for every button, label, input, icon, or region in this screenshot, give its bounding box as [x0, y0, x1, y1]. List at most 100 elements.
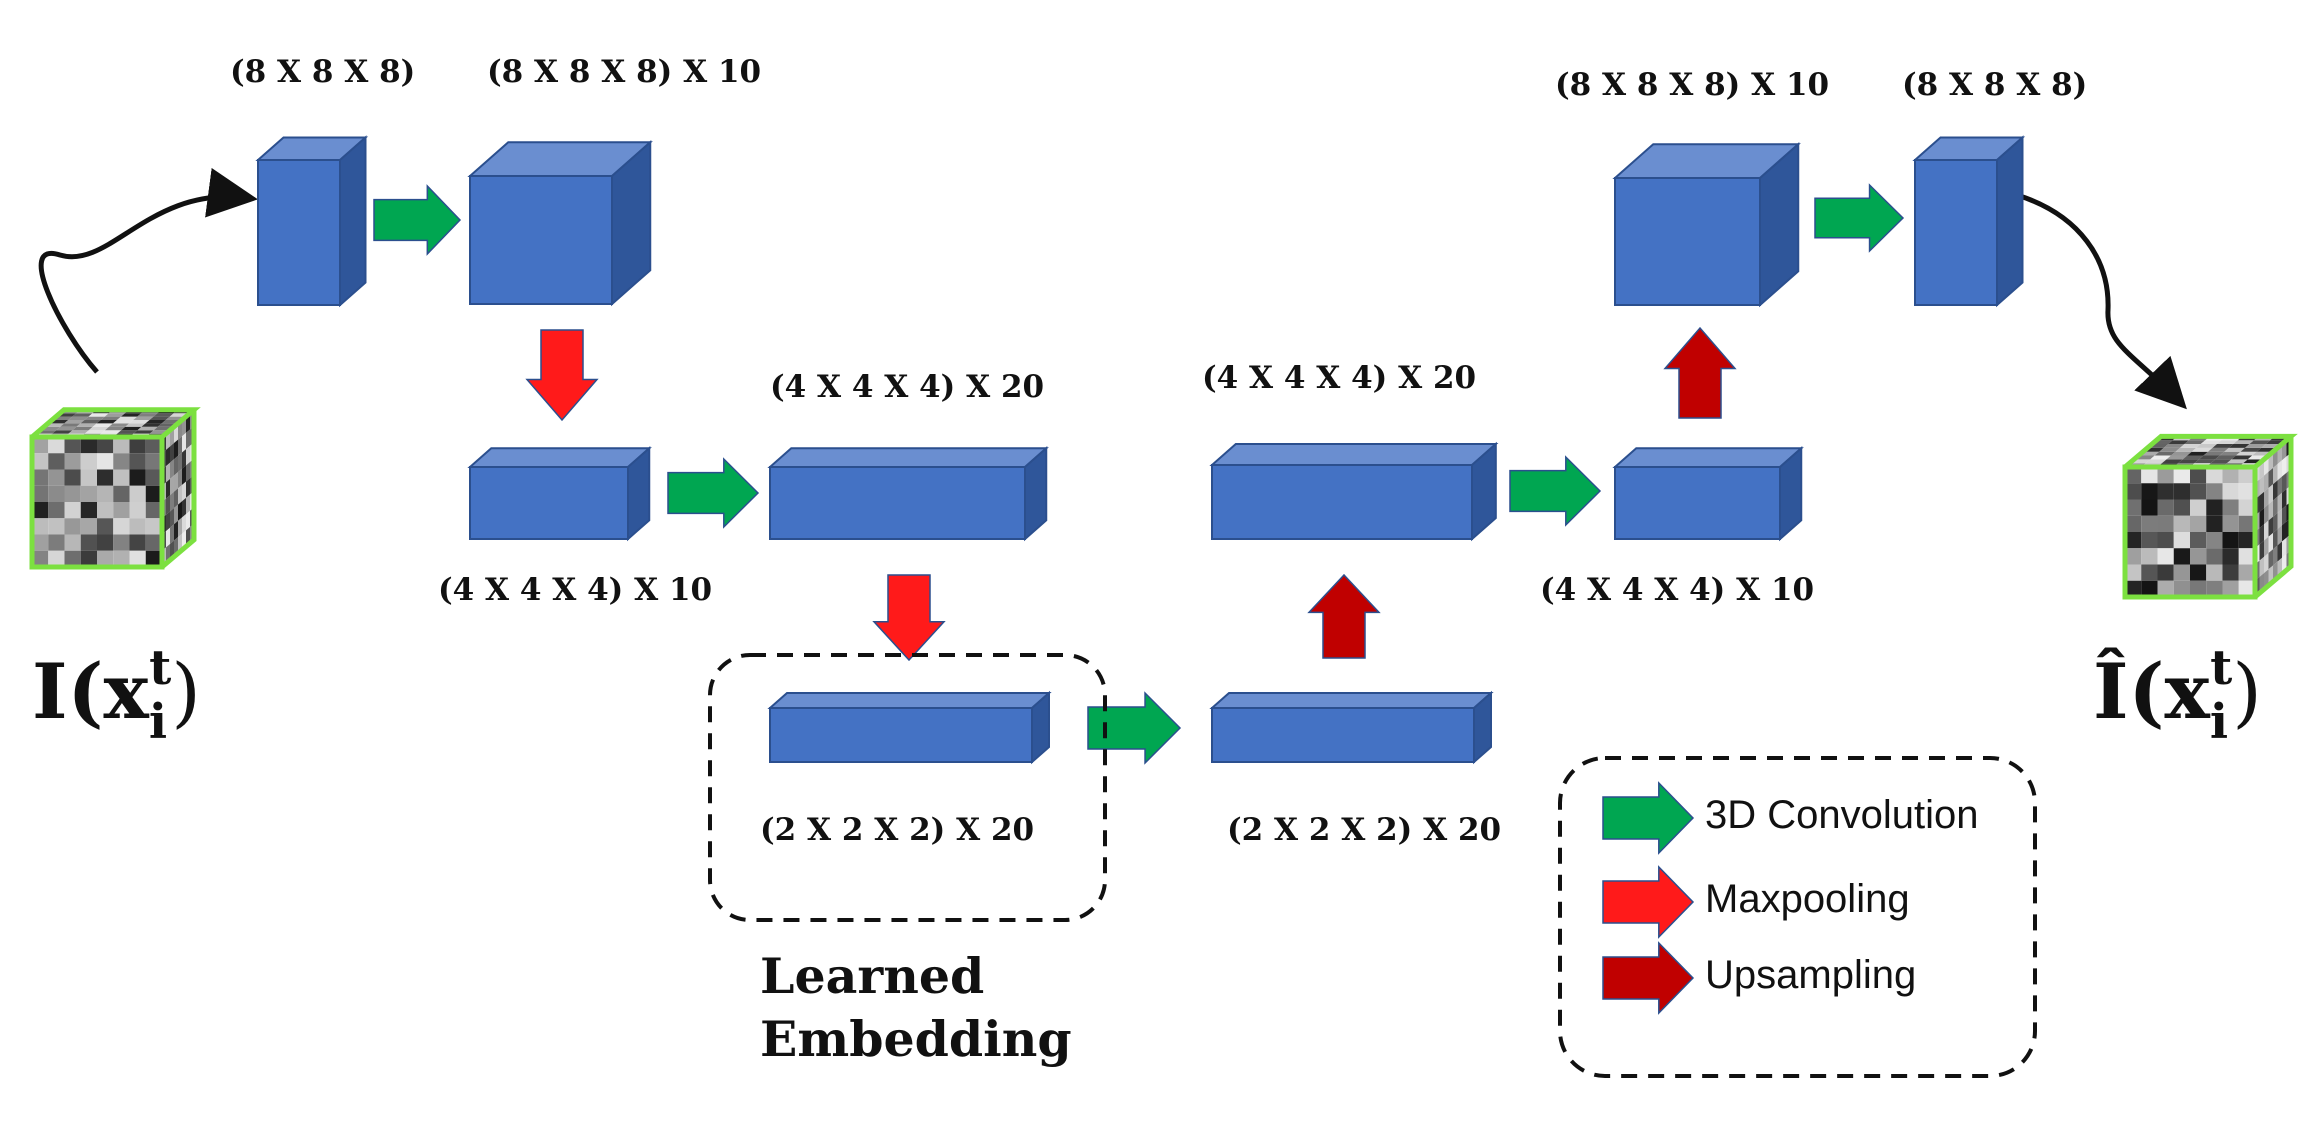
patch-voxel	[2238, 483, 2255, 500]
patch-voxel	[2141, 564, 2158, 581]
patch-voxel	[92, 423, 113, 427]
input-patch-cube	[29, 407, 201, 570]
patch-voxel	[2259, 524, 2264, 545]
patch-voxel	[2217, 440, 2238, 445]
patch-voxel	[113, 518, 130, 535]
patch-voxel	[2190, 532, 2207, 549]
patch-voxel	[2173, 548, 2190, 565]
embedding-caption-line2: Embedding	[760, 1010, 1072, 1068]
patch-voxel	[2264, 488, 2269, 509]
patch-voxel	[2173, 580, 2190, 597]
patch-voxel	[2145, 459, 2167, 464]
patch-voxel	[2206, 499, 2223, 516]
block-front-face	[1211, 464, 1473, 540]
patch-voxel	[100, 416, 121, 420]
patch-voxel	[186, 494, 190, 515]
patch-voxel	[2282, 456, 2287, 477]
block-side-face	[1996, 135, 2024, 308]
patch-voxel	[141, 423, 162, 427]
patch-voxel	[80, 550, 97, 567]
embedding-dashed-box	[708, 653, 1107, 922]
patch-voxel	[2264, 520, 2269, 541]
patch-voxel	[2190, 515, 2207, 532]
patch-voxel	[48, 502, 65, 519]
legend-upsample-label: Upsampling	[1705, 953, 1916, 997]
patch-voxel	[64, 420, 85, 424]
patch-voxel	[2277, 476, 2282, 497]
patch-voxel	[166, 446, 170, 467]
patch-voxel	[2233, 440, 2254, 445]
patch-voxel	[2238, 548, 2255, 565]
patch-voxel	[2191, 447, 2213, 452]
patch-voxel	[182, 481, 186, 502]
patch-voxel	[2141, 467, 2158, 484]
patch-voxel	[113, 453, 130, 470]
block-front-face	[257, 159, 341, 306]
label-bottleneck: (2 X 2 X 2) X 20	[760, 812, 1034, 848]
patch-voxel	[2245, 444, 2266, 448]
patch-voxel	[186, 429, 190, 450]
patch-voxel	[105, 426, 126, 431]
patch-voxel	[174, 455, 178, 476]
patch-voxel	[2259, 508, 2264, 529]
patch-voxel	[2240, 447, 2262, 452]
patch-voxel	[166, 462, 170, 483]
patch-voxel	[174, 439, 178, 460]
patch-voxel	[2268, 532, 2273, 554]
patch-voxel	[2125, 548, 2142, 565]
patch-voxel	[2141, 532, 2158, 549]
patch-voxel	[145, 550, 162, 567]
legend-upsample-arrow	[1602, 941, 1695, 1015]
patch-voxel	[149, 416, 170, 420]
patch-voxel	[174, 520, 178, 541]
patch-voxel	[2277, 509, 2282, 530]
legend-conv-label: 3D Convolution	[1705, 793, 1979, 837]
patch-voxel	[2157, 580, 2174, 597]
patch-voxel	[2219, 451, 2241, 456]
patch-voxel	[2268, 500, 2273, 521]
output-symbol: Î(xit)	[2093, 640, 2262, 750]
patch-voxel	[2190, 548, 2207, 565]
patch-voxel	[2227, 459, 2248, 464]
patch-voxel	[178, 485, 182, 505]
patch-voxel	[2157, 548, 2174, 565]
patch-voxel	[113, 420, 134, 424]
patch-voxel	[2224, 447, 2245, 452]
block-top-face	[1209, 443, 1499, 466]
patch-voxel	[2264, 553, 2269, 574]
patch-voxel	[32, 518, 49, 535]
block-front-face	[469, 466, 629, 540]
patch-voxel	[2249, 440, 2271, 445]
decoder-block-4x4x4x20	[1209, 441, 1499, 542]
patch-voxel	[2231, 455, 2253, 460]
input-symbol: I(xit)	[32, 640, 201, 750]
patch-voxel	[80, 420, 101, 424]
patch-voxel	[2277, 460, 2282, 481]
encoder-block-8x8x8	[255, 135, 369, 308]
patch-voxel	[2206, 564, 2223, 581]
patch-voxel	[2264, 536, 2269, 557]
patch-voxel	[145, 502, 162, 519]
patch-voxel	[145, 485, 162, 502]
patch-voxel	[2125, 483, 2142, 500]
conv-arrow-dec1	[1814, 183, 1905, 253]
patch-voxel	[56, 426, 77, 431]
conv-arrow-dec2	[1509, 455, 1602, 527]
patch-voxel	[113, 502, 130, 519]
patch-voxel	[32, 437, 49, 454]
patch-voxel	[153, 413, 174, 417]
patch-voxel	[2157, 564, 2174, 581]
patch-voxel	[117, 430, 138, 434]
block-top-face	[767, 692, 1052, 709]
patch-voxel	[2206, 532, 2223, 549]
conv-arrow-enc1	[373, 184, 462, 256]
patch-voxel	[145, 518, 162, 535]
patch-voxel	[88, 413, 109, 417]
patch-voxel	[170, 524, 174, 544]
patch-voxel	[182, 449, 186, 469]
patch-voxel	[2273, 464, 2278, 485]
patch-voxel	[48, 550, 65, 567]
patch-voxel	[97, 485, 114, 502]
patch-voxel	[2273, 529, 2278, 550]
